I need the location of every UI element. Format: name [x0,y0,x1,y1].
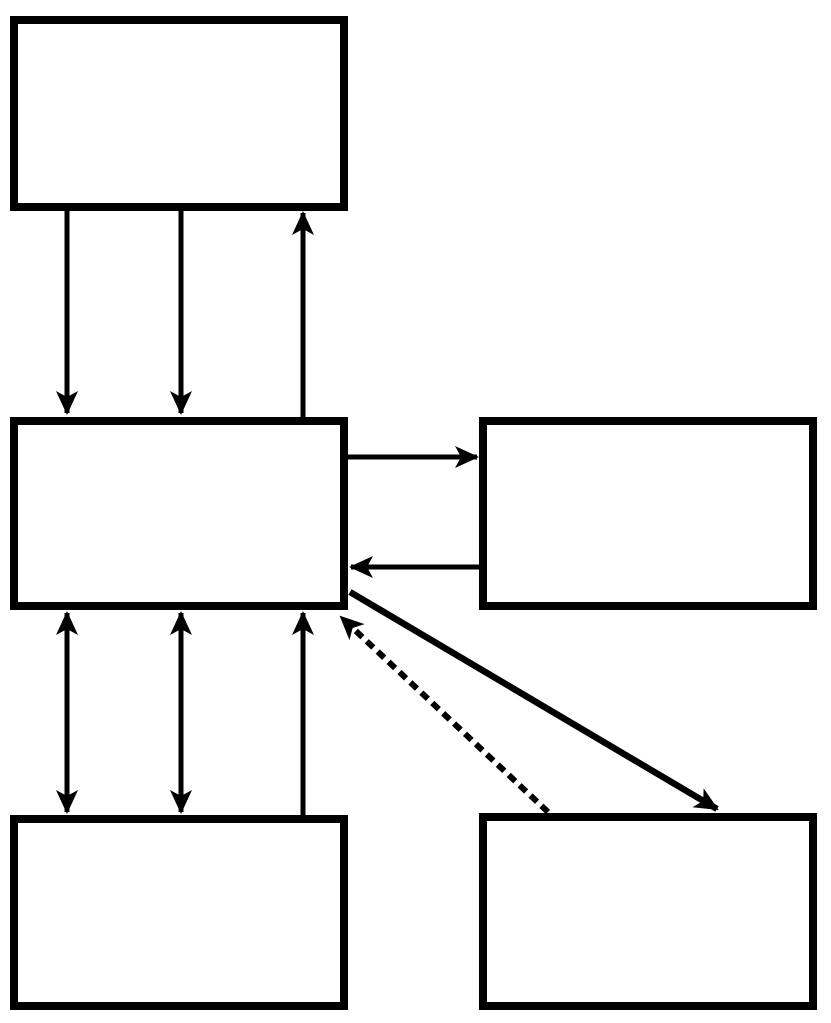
top-left-box [10,16,348,211]
hub-box [10,417,348,610]
nodes-layer [10,16,817,1010]
edges-layer [56,211,719,815]
edge-hub-to-bottomright-diagonal [348,589,719,812]
bottom-right-box [479,813,817,1010]
middle-right-box [479,417,817,610]
bottom-left-box [10,815,348,1010]
edge-bottomright-to-hub-dashed [338,614,551,815]
